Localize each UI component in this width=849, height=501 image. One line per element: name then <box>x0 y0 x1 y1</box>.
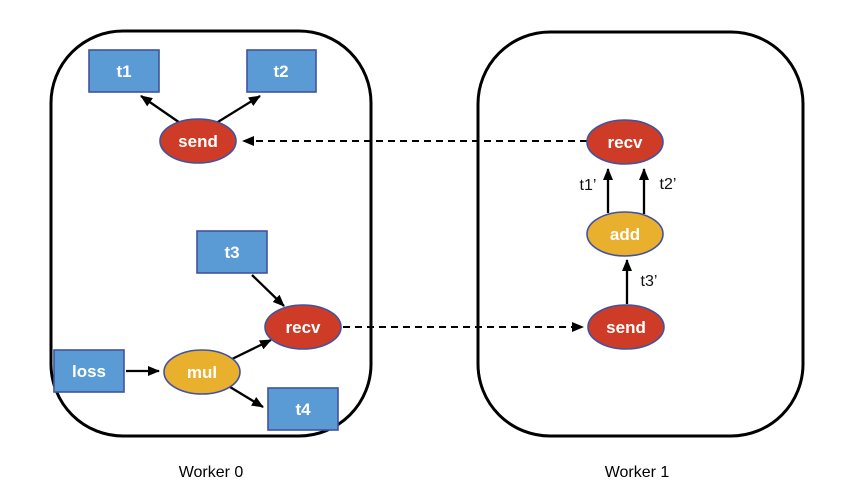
t3-label: t3 <box>224 243 239 262</box>
send1-label: send <box>606 318 646 337</box>
t2-label: t2 <box>273 62 288 81</box>
node-send-worker1: send <box>587 304 665 350</box>
send0-ellipse <box>159 118 237 164</box>
recv0-label: recv <box>286 318 322 337</box>
add-label: add <box>610 225 640 244</box>
edge-send0-to-t2 <box>212 95 261 126</box>
node-send-worker0: send <box>159 118 237 164</box>
mul-ellipse <box>163 349 241 395</box>
recv0-ellipse <box>264 304 342 350</box>
node-recv-worker1: recv <box>586 119 664 165</box>
t1-grad-label: t1’ <box>580 177 597 194</box>
loss-rect <box>53 349 125 393</box>
send1-ellipse <box>587 304 665 350</box>
worker1-caption: Worker 1 <box>605 464 670 481</box>
node-loss: loss <box>53 349 125 393</box>
node-mul: mul <box>163 349 241 395</box>
worker0-caption: Worker 0 <box>179 464 244 481</box>
t2-rect <box>246 49 317 93</box>
send0-label: send <box>178 132 218 151</box>
node-t4: t4 <box>267 387 339 431</box>
t4-label: t4 <box>295 400 311 419</box>
node-add: add <box>586 211 664 257</box>
worker1-container <box>476 30 805 438</box>
loss-label: loss <box>72 362 106 381</box>
edge-send0-to-t1 <box>140 95 184 126</box>
t1-rect <box>88 49 160 93</box>
node-recv-worker0: recv <box>264 304 342 350</box>
node-t3: t3 <box>196 230 268 274</box>
worker0-container <box>49 29 373 438</box>
edge-t3-to-recv0 <box>251 274 285 307</box>
t3-grad-label: t3’ <box>641 273 658 290</box>
t3-rect <box>196 230 268 274</box>
t4-rect <box>267 387 339 431</box>
t2-grad-label: t2’ <box>660 176 677 193</box>
edge-mul-to-recv0 <box>231 338 272 361</box>
mul-label: mul <box>187 363 217 382</box>
node-t2: t2 <box>246 49 317 93</box>
recv1-label: recv <box>608 133 644 152</box>
t1-label: t1 <box>116 62 131 81</box>
recv1-ellipse <box>586 119 664 165</box>
edge-mul-to-t4 <box>229 386 264 408</box>
node-t1: t1 <box>88 49 160 93</box>
add-ellipse <box>586 211 664 257</box>
